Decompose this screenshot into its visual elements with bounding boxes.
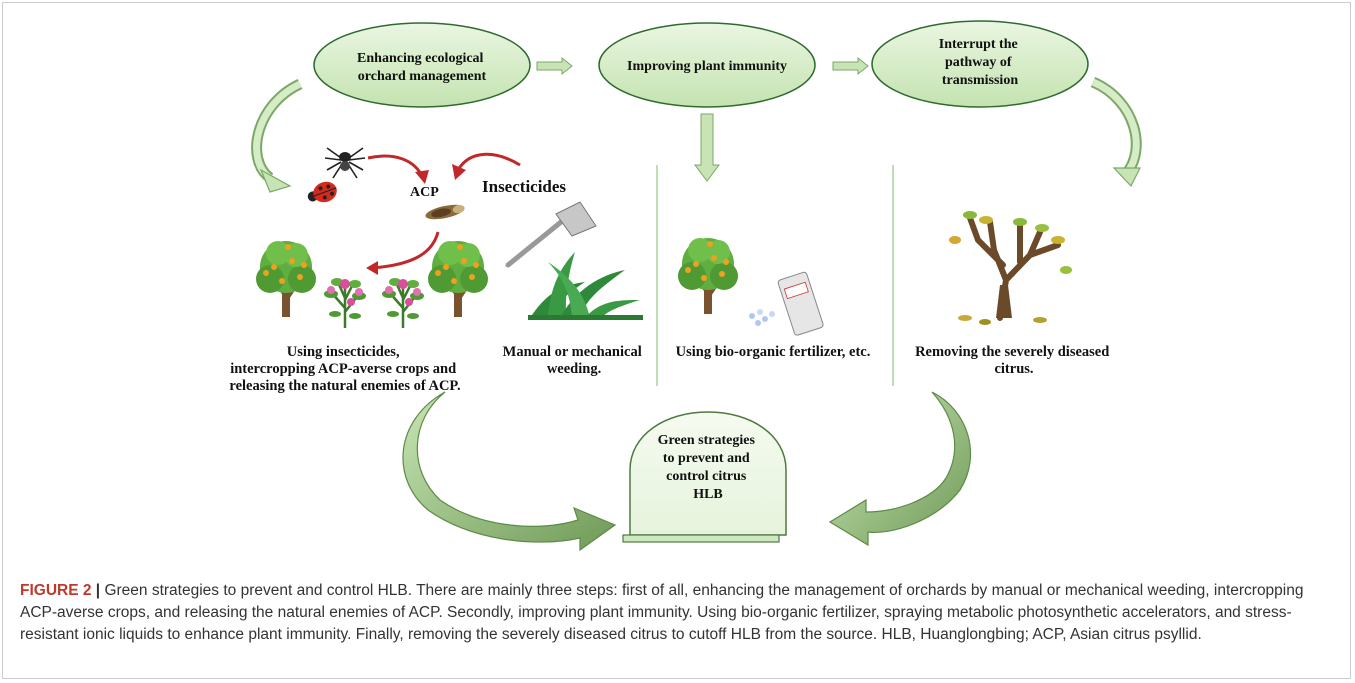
fertilizer-pellets-icon [749, 309, 775, 326]
psyllid-icon [425, 204, 465, 220]
red-arrow-spider-to-acp [367, 154, 429, 184]
caption-label: FIGURE 2 | [20, 582, 101, 599]
step-2-ellipse: Improving plant immunity [598, 22, 816, 108]
red-arrow-acp-to-plants [366, 231, 440, 275]
fertilizer-bag-icon [777, 271, 824, 336]
big-arrow-right-to-goal [828, 391, 972, 547]
grass-icon [528, 252, 643, 320]
curved-arrow-left [251, 79, 303, 193]
step-3-line-1: Interrupt the [939, 37, 1018, 52]
svg-text:Interrupt the pathway of: Interrupt the pathway of transmission [939, 37, 1021, 88]
step-3-ellipse: Interrupt the pathway of transmission [871, 20, 1089, 108]
arrow-step1-to-step2 [536, 56, 573, 76]
method-4-label: Removing the severely diseased citrus. [915, 344, 1113, 377]
step-3-line-2: pathway of [945, 55, 1012, 70]
step-2-line-1: Improving plant immunity [627, 59, 787, 74]
arrow-step2-to-step3 [832, 56, 869, 76]
method-3-label: Using bio-organic fertilizer, etc. [676, 344, 871, 360]
red-arrow-insecticides-to-acp [452, 152, 521, 180]
svg-text:Enhancing ecological orc: Enhancing ecological orchard management [357, 51, 487, 84]
goal-line-3: control citrus [666, 469, 747, 484]
method-2-label: Manual or mechanical weeding. [503, 344, 646, 377]
step-1-line-1: Enhancing ecological [357, 51, 484, 66]
goal-dome: Green strategies to prevent and control … [622, 411, 787, 543]
goal-line-2: to prevent and [663, 451, 750, 466]
arrow-down-center [694, 113, 720, 182]
svg-text:Improving plant immunity: Improving plant immunity [627, 59, 787, 74]
method-1-label: Using insecticides, intercropping ACP-av… [229, 344, 460, 394]
hoe-icon [505, 201, 597, 268]
svg-text:Green strategies to prev: Green strategies to prevent and control … [658, 433, 759, 502]
goal-line-1: Green strategies [658, 433, 756, 448]
step-1-line-2: orchard management [358, 69, 487, 84]
citrus-tree-icon [426, 239, 490, 319]
figure-caption: FIGURE 2 | Green strategies to prevent a… [20, 580, 1335, 646]
caption-text: Green strategies to prevent and control … [20, 582, 1304, 643]
acp-label: ACP [410, 185, 439, 200]
insecticides-label: Insecticides [482, 177, 566, 196]
curved-arrow-right [1090, 76, 1142, 188]
goal-line-4: HLB [693, 487, 723, 502]
diseased-tree-icon [949, 211, 1072, 325]
bush-icon [322, 276, 368, 330]
spider-icon [324, 147, 366, 179]
step-3-line-3: transmission [942, 73, 1018, 88]
bush-icon [380, 276, 426, 330]
figure-diagram: Enhancing ecological orchard management … [229, 20, 1142, 552]
step-1-ellipse: Enhancing ecological orchard management [313, 22, 531, 108]
ladybug-icon [307, 181, 337, 203]
citrus-tree-icon [676, 236, 740, 316]
citrus-tree-icon [254, 239, 318, 319]
big-arrow-left-to-goal [402, 391, 617, 552]
